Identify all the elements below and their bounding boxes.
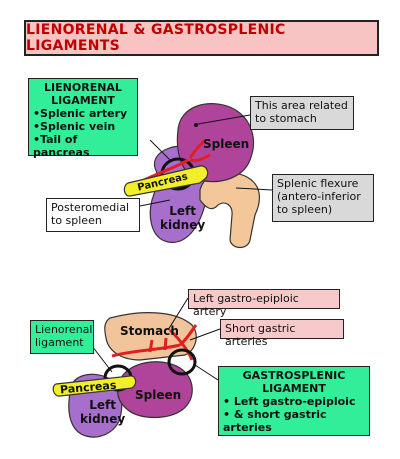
pancreas-shape <box>123 165 209 197</box>
list-item: • Left gastro-epiploic <box>223 395 356 408</box>
lienorenal-ligament-box: LIENORENAL LIGAMENT Splenic artery Splen… <box>28 78 138 159</box>
gastrosplenic-title-2: LIGAMENT <box>262 382 326 395</box>
spleen-shape <box>117 361 193 419</box>
note-line: Posteromedial <box>51 201 130 214</box>
lienorenal-title: LIENORENAL <box>44 81 122 94</box>
stomach-label: Stomach <box>120 324 179 338</box>
pointer-line <box>139 199 171 207</box>
pointer-line <box>149 139 173 163</box>
lienorenal-ligament-box: Lienorenal ligament <box>30 320 94 354</box>
label-line: Left <box>89 398 116 412</box>
stomach-area-note: This area related to stomach <box>250 96 354 130</box>
pointer-line <box>91 345 113 373</box>
note-line: to spleen) <box>277 203 333 216</box>
lienorenal-title-2: LIGAMENT <box>51 94 115 107</box>
splenic-flexure-shape <box>199 171 260 249</box>
gastrosplenic-title: GASTROSPLENIC <box>242 369 346 382</box>
left-kidney-label: Left kidney <box>80 398 125 426</box>
label-line: kidney <box>160 218 206 232</box>
note-line: to spleen <box>51 214 102 227</box>
spleen-label: Spleen <box>203 137 250 151</box>
label-line: Left <box>169 204 196 218</box>
left-kidney-label: Left kidney <box>160 204 205 232</box>
gastro-epiploic-artery-note: Left gastro-epiploic artery <box>188 289 340 318</box>
page-title: LIENORENAL & GASTROSPLENIC LIGAMENTS <box>24 20 379 56</box>
label-line: ligament <box>35 336 84 349</box>
note-line: to stomach <box>255 112 317 125</box>
stomach-area-dot <box>194 123 198 127</box>
list-item: Tail of pancreas <box>33 133 133 159</box>
list-item: • & short gastric arteries <box>223 408 327 434</box>
lienorenal-contents-list: Splenic artery Splenic vein Tail of panc… <box>33 107 133 159</box>
pointer-line <box>194 364 219 381</box>
stomach-shape <box>104 312 197 361</box>
list-item: Splenic artery <box>33 107 133 120</box>
splenic-flexure-note: Splenic flexure (antero-inferior to sple… <box>272 174 374 222</box>
label-line: kidney <box>80 412 126 426</box>
pointer-line <box>189 328 221 341</box>
short-gastric-arteries-note: Short gastric arteries <box>220 319 344 348</box>
note-line: Splenic flexure <box>277 177 359 190</box>
list-item: Splenic vein <box>33 120 133 133</box>
posteromedial-note: Posteromedial to spleen <box>46 198 140 232</box>
pointer-line <box>197 114 251 125</box>
pointer-line <box>235 187 273 191</box>
gastro-epiploic-vessels <box>111 324 198 361</box>
gastrosplenic-ligament-ring <box>167 348 197 376</box>
spleen-label: Spleen <box>135 388 182 402</box>
note-line: This area related <box>255 99 348 112</box>
note-line: (antero-inferior <box>277 190 361 203</box>
pancreas-shape <box>52 375 137 397</box>
pointer-line <box>167 297 189 331</box>
gastrosplenic-ligament-box: GASTROSPLENIC LIGAMENT • Left gastro-epi… <box>218 366 370 436</box>
item-text: Left gastro-epiploic <box>233 395 356 408</box>
label-line: Lienorenal <box>35 323 93 336</box>
item-text: & short gastric arteries <box>223 408 327 434</box>
